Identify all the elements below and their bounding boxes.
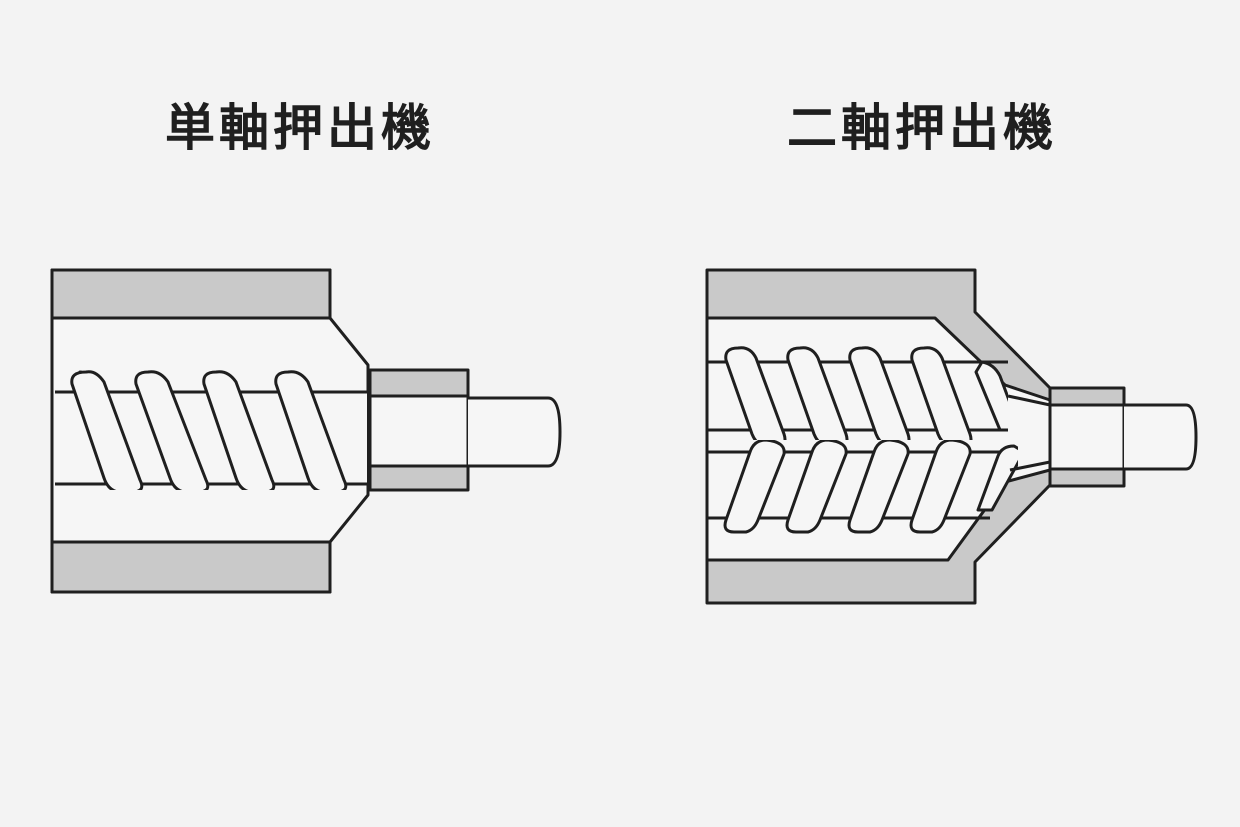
- twin-screw-lower: [708, 440, 1018, 534]
- twin-screw-extruder: [705, 268, 1198, 605]
- twin-converging-channel: [1007, 394, 1051, 472]
- single-screw-extruder-title: 単軸押出機: [165, 99, 435, 157]
- single-barrel-bottom-wall: [50, 540, 332, 594]
- twin-extrudate: [1124, 403, 1198, 471]
- single-barrel-top-wall: [50, 268, 332, 320]
- single-screw: [55, 370, 367, 490]
- single-extrudate: [468, 396, 562, 468]
- single-screw-extruder: [50, 268, 562, 594]
- twin-screw-extruder-title: 二軸押出機: [787, 99, 1057, 157]
- twin-screw-upper: [708, 346, 1008, 440]
